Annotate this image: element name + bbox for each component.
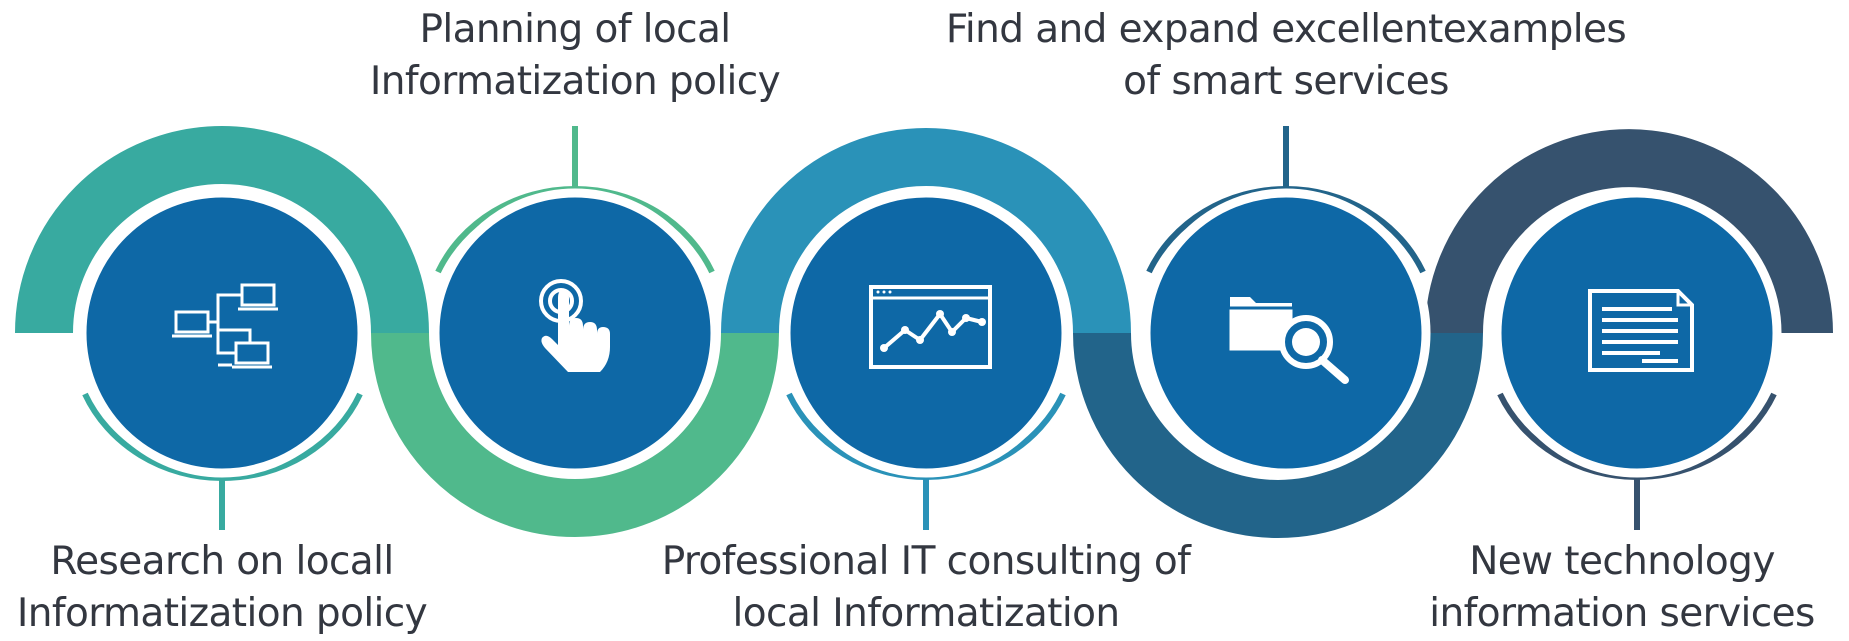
serpentine-band (15, 126, 1833, 538)
step-label-2: Planning of local Informatization policy (355, 4, 795, 108)
step-label-2-line-1: Planning of local (419, 7, 731, 52)
step-label-3-line-2: local Informatization (732, 591, 1121, 636)
step-label-4-line-1: Find and expand excellentexamples (945, 7, 1627, 52)
band-segment-5 (1425, 129, 1833, 334)
step-label-4: Find and expand excellentexamples of sma… (900, 4, 1672, 108)
line-chart-window-icon (869, 285, 992, 369)
step-label-3-line-1: Professional IT consulting of (661, 539, 1191, 584)
step-label-3: Professional IT consulting of local Info… (600, 536, 1252, 640)
band-segment-2 (371, 332, 779, 537)
ring-arc-1 (82, 392, 363, 481)
step-circle-1 (77, 188, 367, 478)
band-segment-3 (721, 128, 1131, 334)
step-label-5: New technology information services (1395, 536, 1849, 640)
step-label-1-line-1: Research on locall (50, 539, 394, 584)
touch-hand-icon (539, 279, 610, 372)
step-label-1-line-2: Informatization policy (16, 591, 428, 636)
band-segment-4 (1073, 332, 1483, 538)
step-label-5-line-2: information services (1429, 591, 1815, 636)
step-label-5-line-1: New technology (1469, 539, 1775, 584)
step-label-1: Research on locall Informatization polic… (0, 536, 444, 640)
band-segment-1 (15, 126, 429, 334)
network-computers-icon (172, 283, 278, 369)
document-icon (1588, 289, 1694, 372)
step-label-2-line-2: Informatization policy (369, 59, 781, 104)
step-label-4-line-2: of smart services (1123, 59, 1449, 104)
folder-search-icon (1226, 297, 1349, 384)
